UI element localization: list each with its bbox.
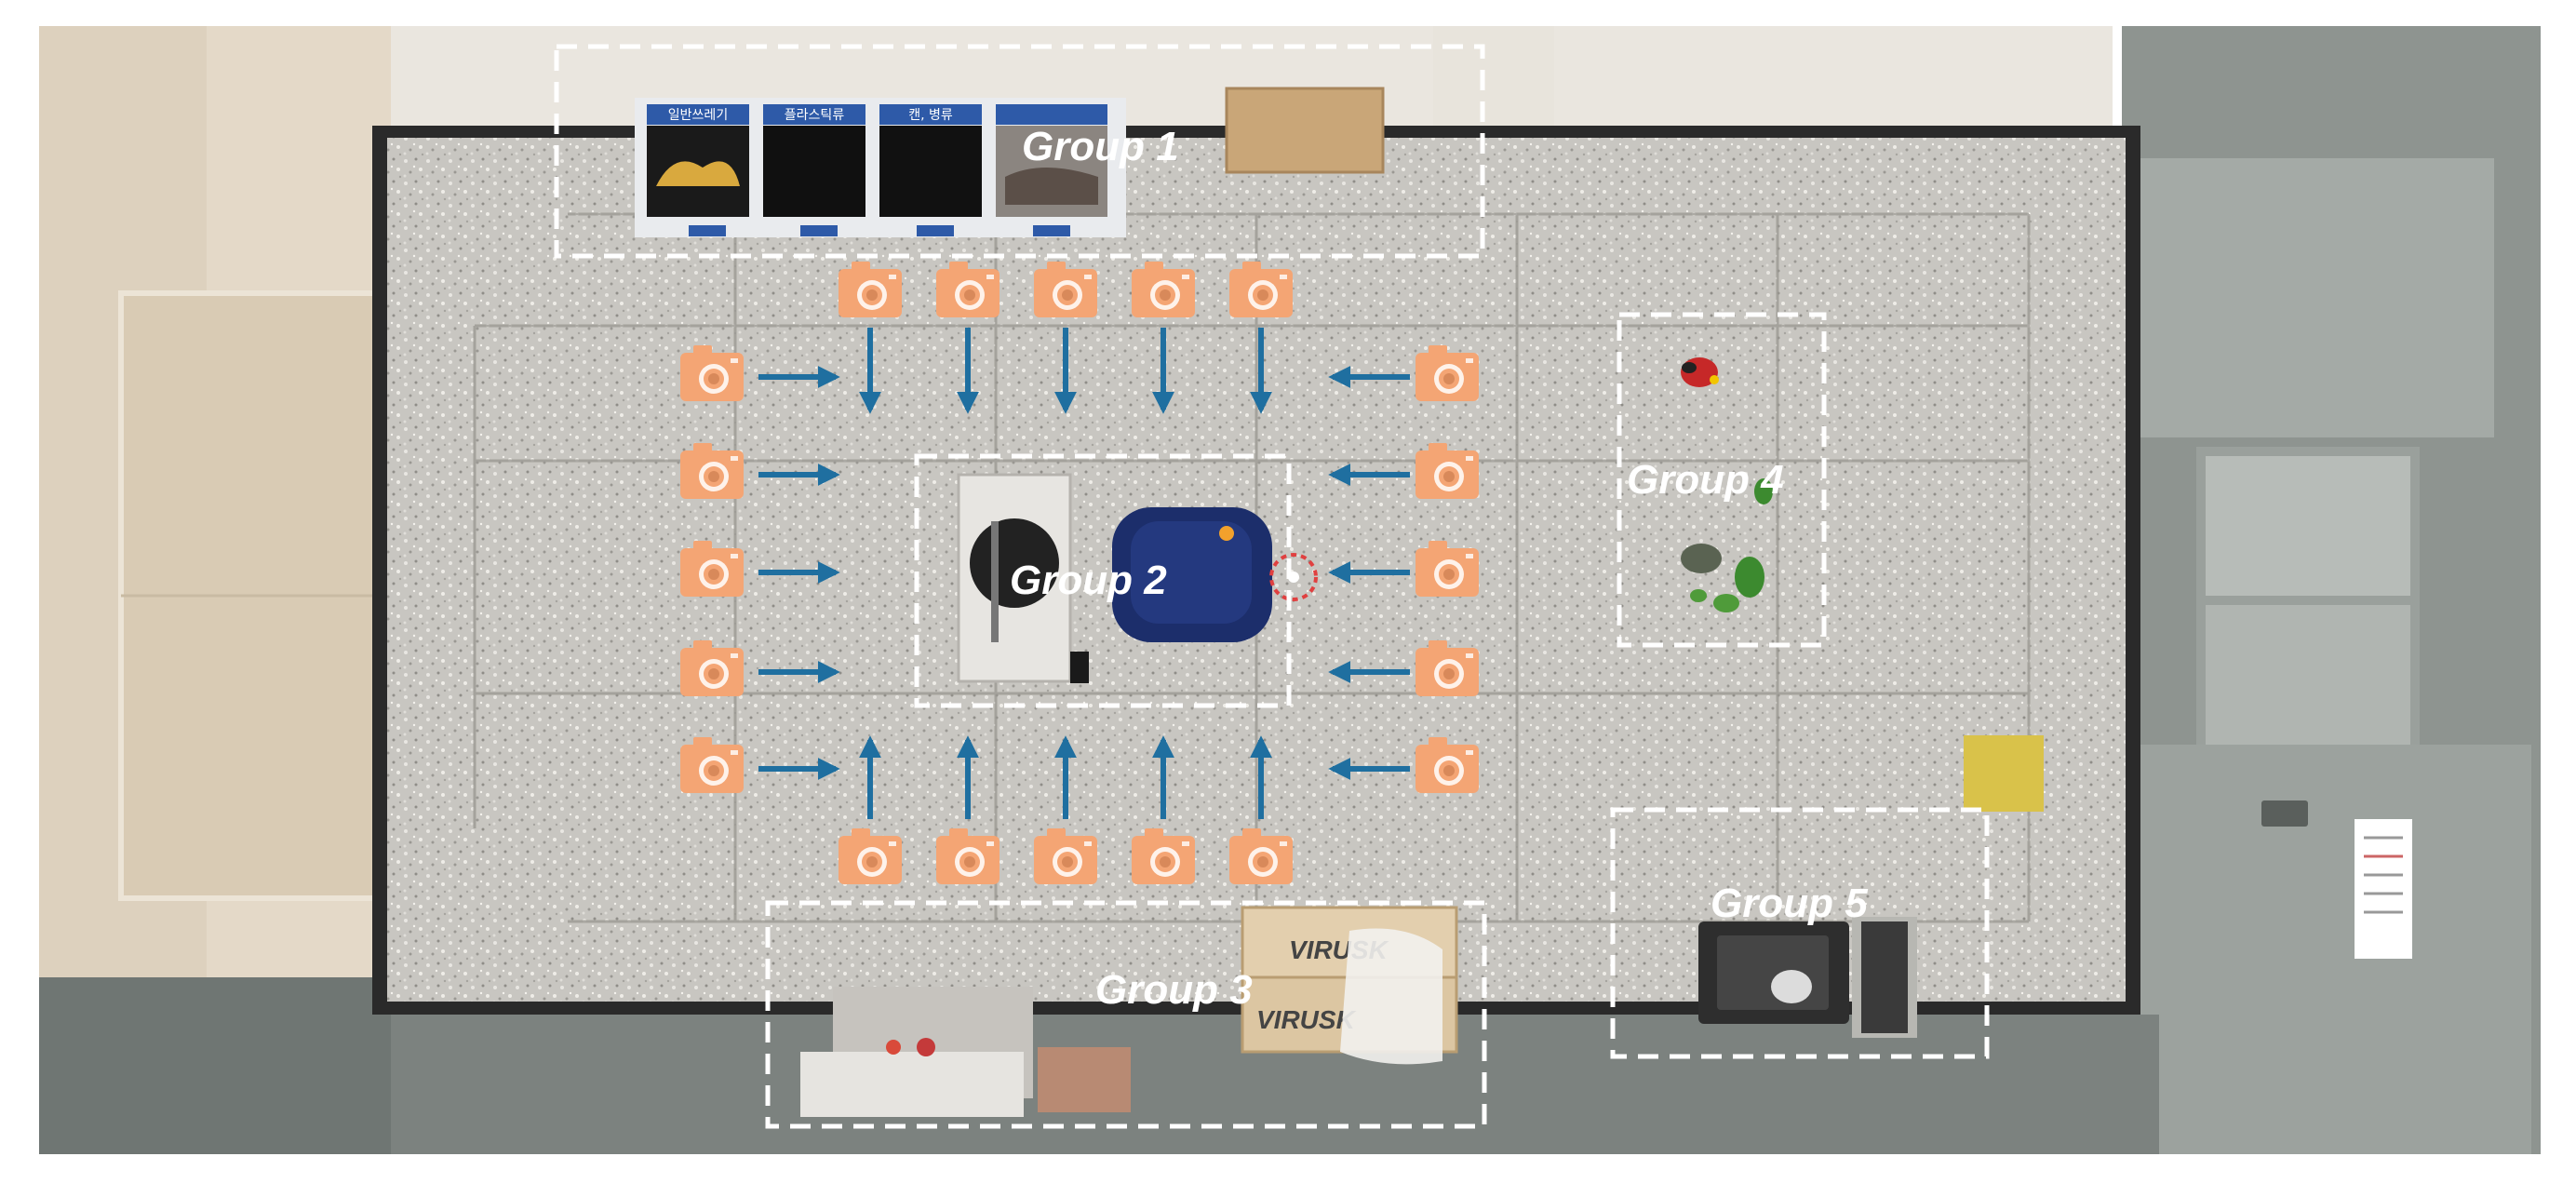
camera-icon — [1034, 828, 1097, 884]
camera-icon — [1229, 262, 1293, 317]
bin-label-cans: 캔, 병류 — [908, 108, 953, 123]
camera-icon — [1034, 262, 1097, 317]
camera-icon — [1415, 737, 1479, 793]
target-marker — [1269, 553, 1318, 601]
yellow-floor-tile — [1964, 735, 2044, 812]
camera-icon — [680, 737, 744, 793]
camera-icon — [839, 828, 902, 884]
group-4-label: Group 4 — [1627, 457, 1784, 503]
group-1-box — [554, 44, 1485, 259]
blue-backpack — [1112, 507, 1272, 642]
camera-icon — [680, 443, 744, 499]
group-4-box — [1617, 312, 1827, 648]
camera-icon — [1415, 541, 1479, 597]
group-3-label: Group 3 — [1095, 967, 1253, 1013]
green-plant — [1681, 478, 1773, 612]
wall-sign — [2355, 819, 2412, 959]
camera-icon — [1415, 345, 1479, 401]
bin-label-plastic: 플라스틱류 — [785, 108, 845, 123]
appliance-base — [800, 987, 1131, 1117]
record-player — [957, 473, 1089, 683]
black-device — [1698, 917, 1917, 1038]
cardboard-box-top — [1225, 87, 1385, 174]
camera-icon — [936, 828, 1000, 884]
cardboard-boxes: VIRUSK VIRUSK — [1241, 906, 1458, 1065]
camera-icon — [680, 345, 744, 401]
recycling-bins: 일반쓰레기 플라스틱류 캔, 병류 — [635, 98, 1126, 237]
camera-icon — [1132, 828, 1195, 884]
camera-icon — [936, 262, 1000, 317]
box-label-lower: VIRUSK — [1256, 1005, 1357, 1034]
group-5-box — [1610, 807, 1990, 1059]
camera-icon — [1415, 443, 1479, 499]
bin-label-general: 일반쓰레기 — [668, 108, 728, 123]
camera-icon — [1132, 262, 1195, 317]
camera-icon — [839, 262, 902, 317]
group-2-label: Group 2 — [1010, 558, 1167, 603]
camera-icon — [680, 541, 744, 597]
camera-icon — [680, 640, 744, 696]
group-3-box — [765, 900, 1487, 1129]
camera-icon — [1229, 828, 1293, 884]
camera-arrows — [758, 328, 1410, 819]
group-1-label: Group 1 — [1022, 124, 1179, 169]
camera-icon — [1415, 640, 1479, 696]
group-2-box — [914, 453, 1292, 708]
group-5-label: Group 5 — [1711, 881, 1868, 926]
red-toy — [1681, 357, 1719, 387]
